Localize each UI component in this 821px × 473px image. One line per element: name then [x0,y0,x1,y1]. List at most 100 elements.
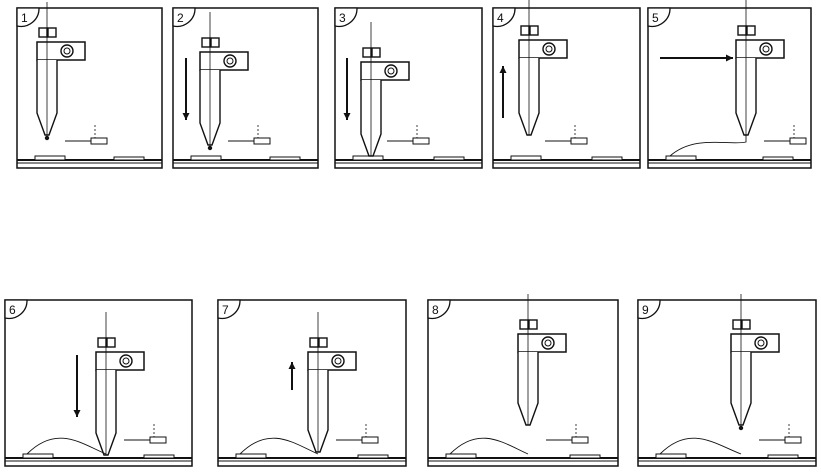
free-air-ball [738,425,744,431]
step-number-tab [4,299,28,320]
clamp-square [309,337,319,348]
panel-frame [4,299,193,467]
panel-frame [334,7,483,169]
mounting-screw-inner [122,357,130,365]
mounting-screw [60,44,74,58]
motion-arrow-head [288,362,296,369]
clamp-square [528,319,538,330]
panel-frame [637,299,817,467]
bond-pad [665,155,697,161]
step-number: 6 [9,303,16,317]
wire-loop [669,135,747,157]
efo-electrode [570,137,588,145]
mounting-screw-inner [757,339,765,347]
panel-6: 6 [4,299,193,467]
clamp-square [371,47,381,58]
panel-frame [647,7,812,169]
step-number-tab [334,7,358,28]
bond-pad [22,453,54,459]
bond-pad [445,453,477,459]
wire-loop [26,437,107,455]
efo-electrode [253,137,271,145]
panel-9: 9 [637,294,817,467]
clamp-square [38,27,48,38]
panel-5: 5 [647,0,812,169]
bond-pad [34,155,66,161]
bond-pad [143,454,175,459]
step-number-tab [492,7,516,28]
panel-frame [427,299,619,467]
clamp-square [210,37,220,48]
step-number-tab [647,7,671,28]
mounting-screw [119,354,133,368]
step-number-tab [217,299,241,320]
panel-3: 3 [334,7,483,169]
panel-frame [492,7,641,169]
bond-pad [113,156,145,161]
step-number-tab [637,299,661,320]
step-number: 5 [652,11,659,25]
bond-pad [269,156,301,161]
clamp-square [362,47,372,58]
mounting-screw-inner [63,47,71,55]
clamp-square [106,337,116,348]
efo-electrode [571,436,589,444]
bond-pad [433,156,465,161]
clamp-square [47,27,57,38]
mounting-screw [331,354,345,368]
step-number: 7 [222,303,229,317]
panel-2: 2 [172,7,319,169]
panel-frame [16,7,163,169]
mounting-screw [759,42,773,56]
bond-pad [569,454,601,459]
step-number: 1 [21,11,28,25]
mounting-screw-inner [387,67,395,75]
clamp-square [746,25,756,36]
free-air-ball [44,135,50,141]
panel-frame [217,299,407,467]
step-number: 4 [497,11,504,25]
bond-pad [357,454,389,459]
panel-frame [172,7,319,169]
motion-arrow-head [73,410,81,417]
clamp-square [737,25,747,36]
clamp-square [741,319,751,330]
bond-pad [767,454,799,459]
efo-electrode [784,436,802,444]
bond-pad [510,155,542,161]
mounting-screw [223,54,237,68]
clamp-square [732,319,742,330]
step-number: 8 [432,303,439,317]
motion-arrow-head [726,54,733,62]
bond-pad [591,156,623,161]
clamp-square [529,25,539,36]
mounting-screw [542,42,556,56]
panel-7: 7 [217,299,407,467]
bond-pad [235,453,267,459]
step-number: 2 [177,11,184,25]
efo-electrode [90,137,108,145]
mounting-screw-inner [545,45,553,53]
mounting-screw-inner [544,339,552,347]
mounting-screw-inner [762,45,770,53]
motion-arrow-head [182,113,190,120]
panel-4: 4 [492,0,641,169]
free-air-ball [207,145,213,151]
wire-loop [239,437,319,455]
step-number: 9 [642,303,649,317]
efo-electrode [149,436,167,444]
clamp-square [201,37,211,48]
clamp-square [97,337,107,348]
efo-electrode [412,137,430,145]
mounting-screw [754,336,768,350]
clamp-square [519,319,529,330]
bond-pad [655,453,687,459]
step-number-tab [172,7,196,28]
step-number-tab [16,7,40,28]
clamp-square [520,25,530,36]
panel-8: 8 [427,294,619,467]
efo-electrode [789,137,807,145]
panel-1: 1 [16,2,163,169]
mounting-screw [384,64,398,78]
step-number-tab [427,299,451,320]
